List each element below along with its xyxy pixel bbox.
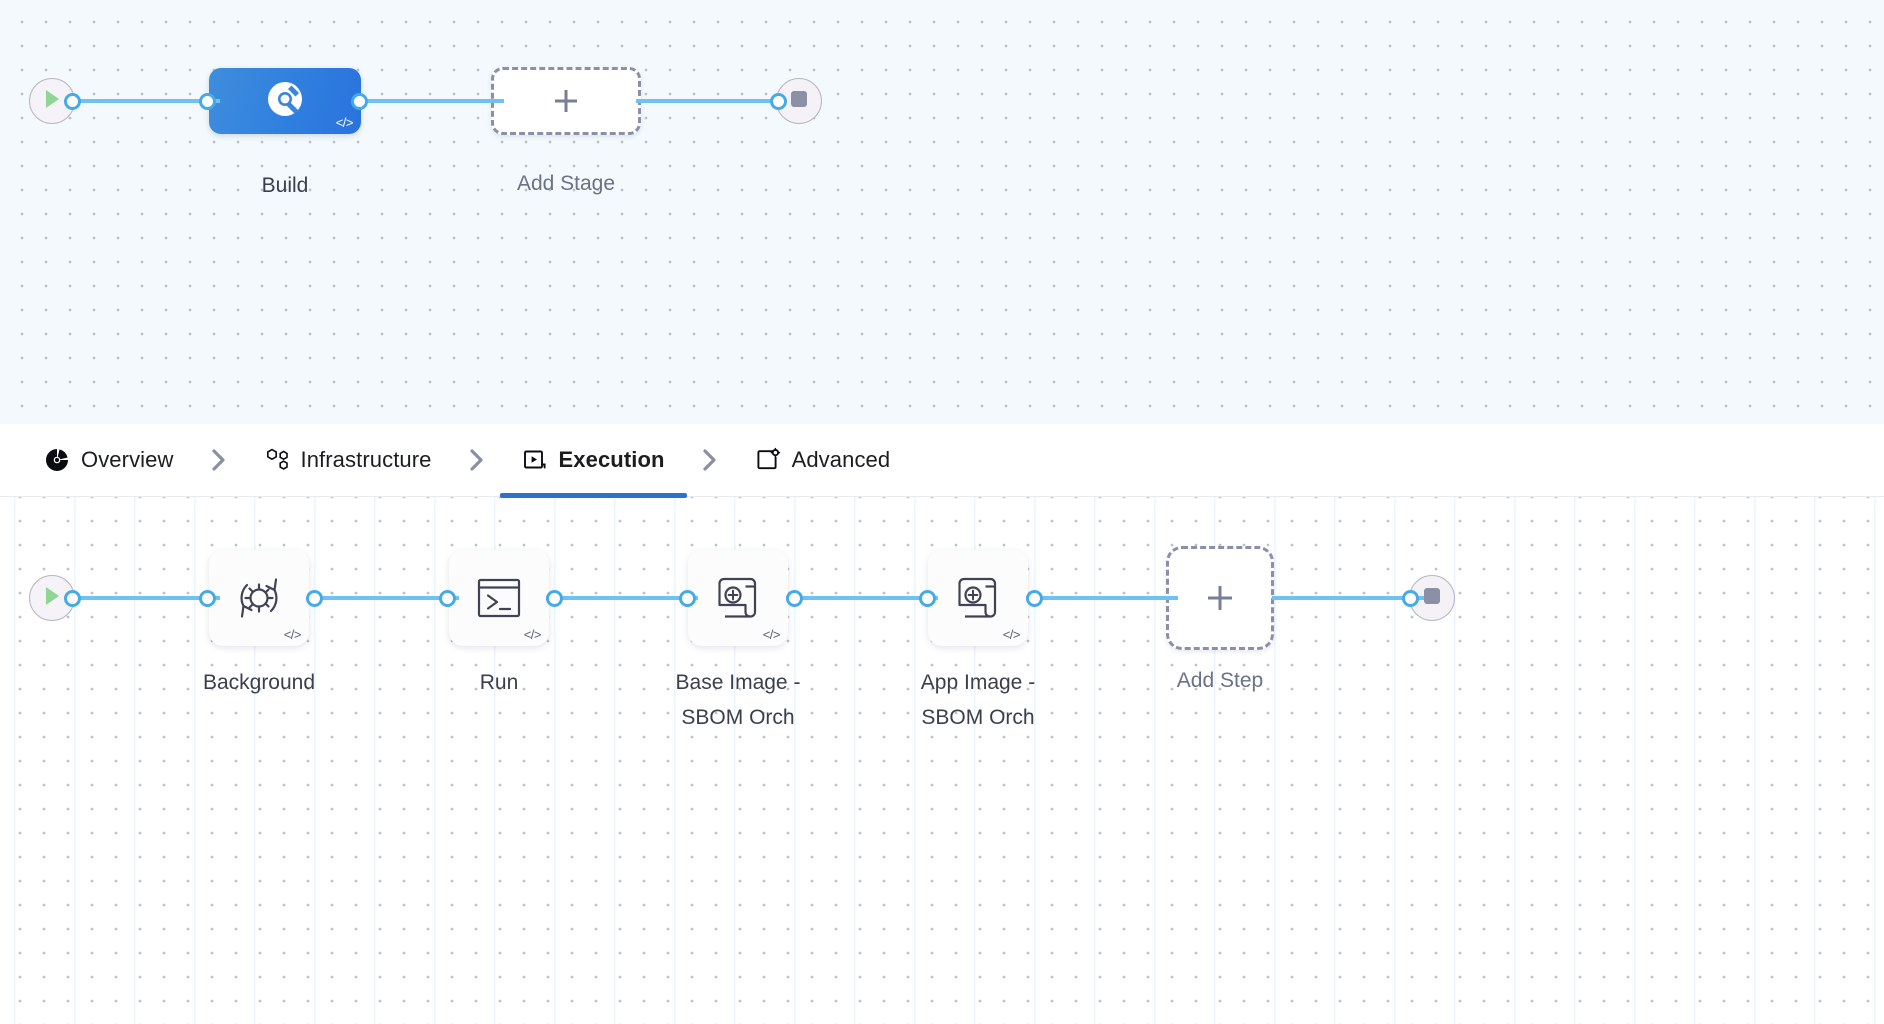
overview-pie-icon [44, 447, 70, 473]
port-run-out[interactable] [546, 590, 563, 607]
step-node-base-image-sbom-orch[interactable]: </> [688, 550, 788, 646]
port-background-in[interactable] [199, 590, 216, 607]
edge-add-step-to-end [1272, 596, 1424, 600]
step-node-run[interactable]: </> [449, 550, 549, 646]
edge-base-image-to-app-image [786, 596, 938, 600]
tab-overview[interactable]: Overview [22, 424, 196, 497]
tab-advanced[interactable]: Advanced [733, 424, 913, 497]
play-icon [42, 585, 62, 612]
tab-label-execution: Execution [558, 447, 665, 472]
port-exec-start-out[interactable] [64, 590, 81, 607]
tab-label-overview: Overview [81, 447, 174, 472]
step-label-base-image-sbom-orch: Base Image - SBOM Orch [675, 671, 801, 729]
harness-build-icon [265, 79, 305, 124]
port-run-in[interactable] [439, 590, 456, 607]
stage-graph-canvas[interactable]: </> Build Add Stage [0, 0, 1884, 424]
edge-addstage-to-end [636, 99, 786, 103]
tab-infrastructure[interactable]: Infrastructure [242, 424, 454, 497]
edge-start-to-background [74, 596, 220, 600]
chevron-right-icon-2 [454, 424, 500, 497]
edge-start-to-build [74, 99, 220, 103]
chevron-right-icon-3 [687, 424, 733, 497]
step-node-background[interactable]: </> [209, 550, 309, 646]
edge-background-to-run [307, 596, 459, 600]
stop-icon [789, 89, 809, 114]
plus-icon [1203, 581, 1237, 615]
step-node-app-image-sbom-orch[interactable]: </> [928, 550, 1028, 646]
add-step-label: Add Step [1176, 669, 1264, 692]
tab-label-infrastructure: Infrastructure [300, 447, 432, 472]
port-build-out[interactable] [351, 93, 368, 110]
edge-build-to-addstage [352, 99, 504, 103]
execution-graph-canvas[interactable]: </> Background </> Run [0, 497, 1884, 1024]
chevron-right-icon-1 [196, 424, 242, 497]
stop-icon [1422, 586, 1442, 611]
stage-code-badge[interactable]: </> [335, 115, 354, 130]
port-start-out[interactable] [64, 93, 81, 110]
add-stage-button[interactable] [491, 67, 641, 135]
port-app-image-out[interactable] [1026, 590, 1043, 607]
stage-config-tabs: Overview Infrastructure [0, 424, 1884, 498]
step-code-badge-app-image[interactable]: </> [1002, 627, 1021, 642]
plus-icon [550, 85, 582, 117]
edge-app-image-to-add-step [1026, 596, 1178, 600]
scroll-plus-icon [712, 572, 764, 624]
port-base-image-out[interactable] [786, 590, 803, 607]
port-base-image-in[interactable] [679, 590, 696, 607]
step-label-run: Run [479, 671, 519, 694]
stage-label-build: Build [261, 174, 309, 197]
stage-node-build[interactable]: </> [209, 68, 361, 134]
step-code-badge-base-image[interactable]: </> [762, 627, 781, 642]
tab-label-advanced: Advanced [791, 447, 891, 472]
square-gear-icon [755, 447, 781, 473]
port-exec-end-in[interactable] [1402, 590, 1419, 607]
tab-execution[interactable]: Execution [499, 424, 687, 498]
step-label-app-image-sbom-orch: App Image - SBOM Orch [920, 671, 1036, 729]
port-build-in[interactable] [199, 93, 216, 110]
play-icon [42, 88, 62, 115]
edge-run-to-base-image [546, 596, 698, 600]
add-step-button[interactable] [1166, 546, 1274, 650]
gear-refresh-icon [230, 570, 288, 626]
port-background-out[interactable] [306, 590, 323, 607]
step-code-badge-run[interactable]: </> [523, 627, 542, 642]
terminal-icon [473, 574, 525, 622]
hexagon-cluster-icon [264, 447, 290, 473]
port-end-in[interactable] [770, 93, 787, 110]
scroll-plus-icon [952, 572, 1004, 624]
step-code-badge-background[interactable]: </> [283, 627, 302, 642]
play-box-icon [522, 447, 548, 473]
add-stage-label: Add Stage [516, 172, 616, 195]
port-app-image-in[interactable] [919, 590, 936, 607]
pipeline-start-node[interactable] [29, 78, 75, 124]
step-label-background: Background [202, 671, 316, 694]
